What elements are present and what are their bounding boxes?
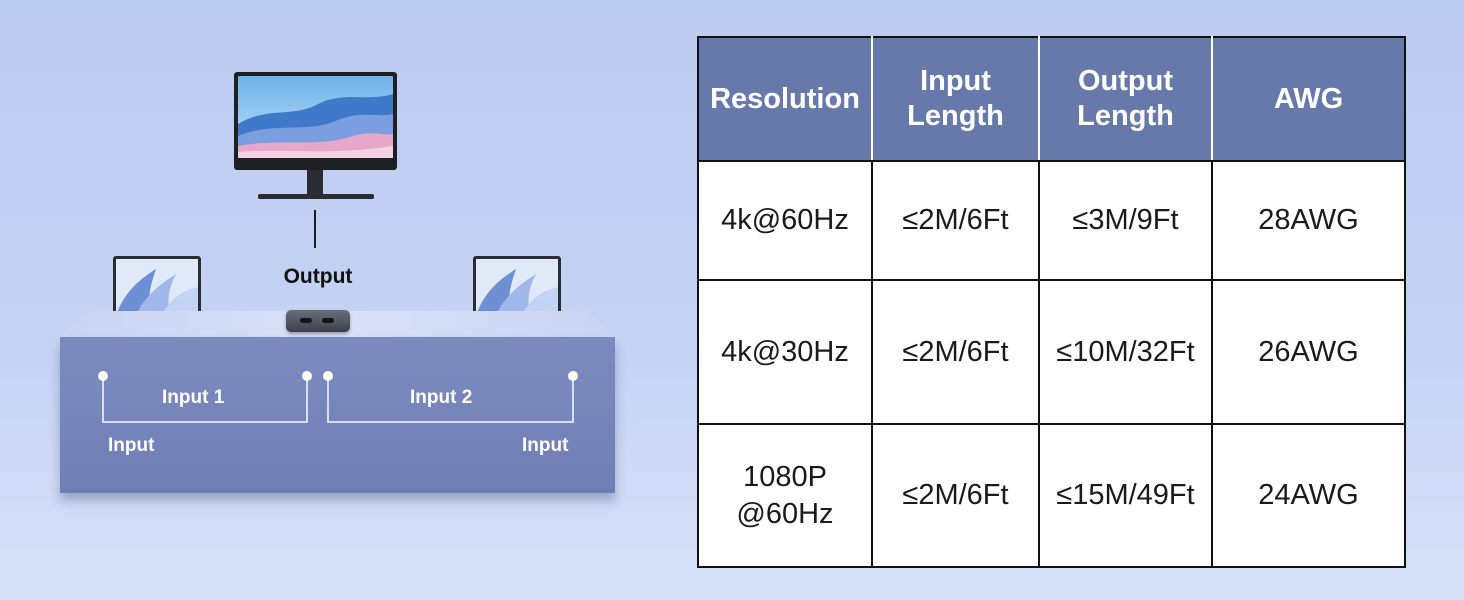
table-row: 1080P @60Hz ≤2M/6Ft ≤15M/49Ft 24AWG — [697, 423, 1406, 568]
left-input-label: Input — [108, 435, 155, 456]
table-row: 4k@30Hz ≤2M/6Ft ≤10M/32Ft 26AWG — [697, 279, 1406, 425]
header-resolution: Resolution — [697, 36, 873, 162]
connector-dot — [568, 371, 578, 381]
cell-resolution: 4k@60Hz — [697, 160, 873, 281]
cell-awg: 24AWG — [1211, 423, 1406, 568]
header-input-length: Input Length — [871, 36, 1040, 162]
cell-input-length: ≤2M/6Ft — [871, 160, 1040, 281]
output-label: Output — [283, 265, 353, 288]
input-1-label: Input 1 — [162, 387, 225, 408]
cell-output-length: ≤15M/49Ft — [1038, 423, 1213, 568]
connector-dot — [98, 371, 108, 381]
header-output-length: Output Length — [1038, 36, 1213, 162]
cell-awg: 26AWG — [1211, 279, 1406, 425]
output-connector-line — [314, 210, 316, 248]
right-input-label: Input — [522, 435, 569, 456]
cell-output-length: ≤3M/9Ft — [1038, 160, 1213, 281]
connector-dot — [302, 371, 312, 381]
input-2-label: Input 2 — [410, 387, 473, 408]
cell-resolution: 4k@30Hz — [697, 279, 873, 425]
monitor-icon — [234, 72, 397, 200]
header-awg: AWG — [1211, 36, 1406, 162]
connection-diagram: Output — [0, 0, 680, 600]
cell-input-length: ≤2M/6Ft — [871, 279, 1040, 425]
spec-table: Resolution Input Length Output Length AW… — [697, 36, 1406, 568]
cell-input-length: ≤2M/6Ft — [871, 423, 1040, 568]
cell-output-length: ≤10M/32Ft — [1038, 279, 1213, 425]
input-1-bracket — [102, 376, 308, 423]
input-2-bracket — [327, 376, 574, 423]
laptop-icon — [459, 256, 577, 328]
table-row: 4k@60Hz ≤2M/6Ft ≤3M/9Ft 28AWG — [697, 160, 1406, 281]
cell-resolution: 1080P @60Hz — [697, 423, 873, 568]
cell-awg: 28AWG — [1211, 160, 1406, 281]
table-header-row: Resolution Input Length Output Length AW… — [697, 36, 1406, 162]
platform — [60, 337, 615, 493]
connector-dot — [323, 371, 333, 381]
usb-c-switch-icon — [286, 310, 350, 332]
